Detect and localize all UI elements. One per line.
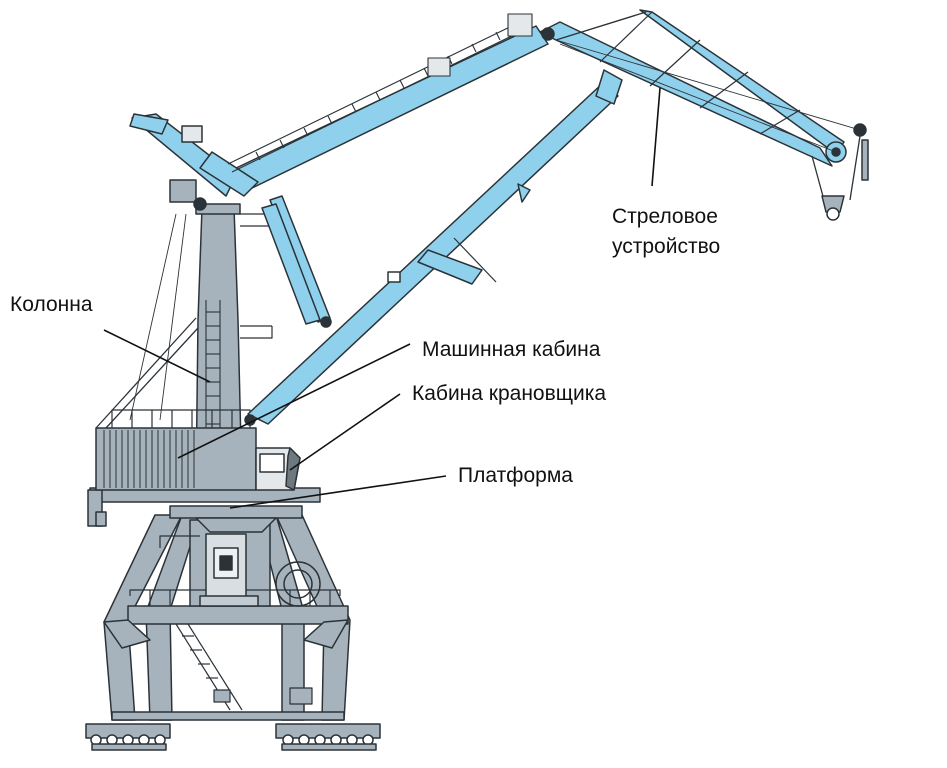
leader-boom [651, 87, 661, 187]
machine-cabin [95, 317, 257, 491]
label-boom: Стреловое устройство [612, 205, 721, 258]
label-machine-cabin: Машинная кабина [422, 338, 601, 361]
boom-railings [227, 13, 533, 173]
leader-platform [229, 475, 447, 509]
pivot-points [193, 27, 555, 426]
column [169, 179, 273, 489]
balance-lever [231, 25, 549, 191]
leader-operator-cabin [289, 393, 401, 471]
label-column: Колонна [10, 293, 93, 316]
boom-system [129, 9, 867, 425]
slewing-mechanism [199, 533, 321, 607]
jib [539, 21, 833, 167]
leader-machine-cabin [177, 343, 411, 459]
portal-staircase [175, 623, 313, 711]
operator-cabin [255, 447, 301, 491]
leader-column [103, 329, 211, 383]
rope-lines [129, 39, 861, 421]
label-platform: Платформа [458, 464, 573, 487]
leader-lines [103, 87, 661, 509]
machine-cabin-ribs [103, 430, 195, 488]
travel-bogies [85, 723, 381, 751]
hook-icon [811, 135, 869, 221]
label-operator-cabin: Кабина крановщика [412, 382, 607, 405]
